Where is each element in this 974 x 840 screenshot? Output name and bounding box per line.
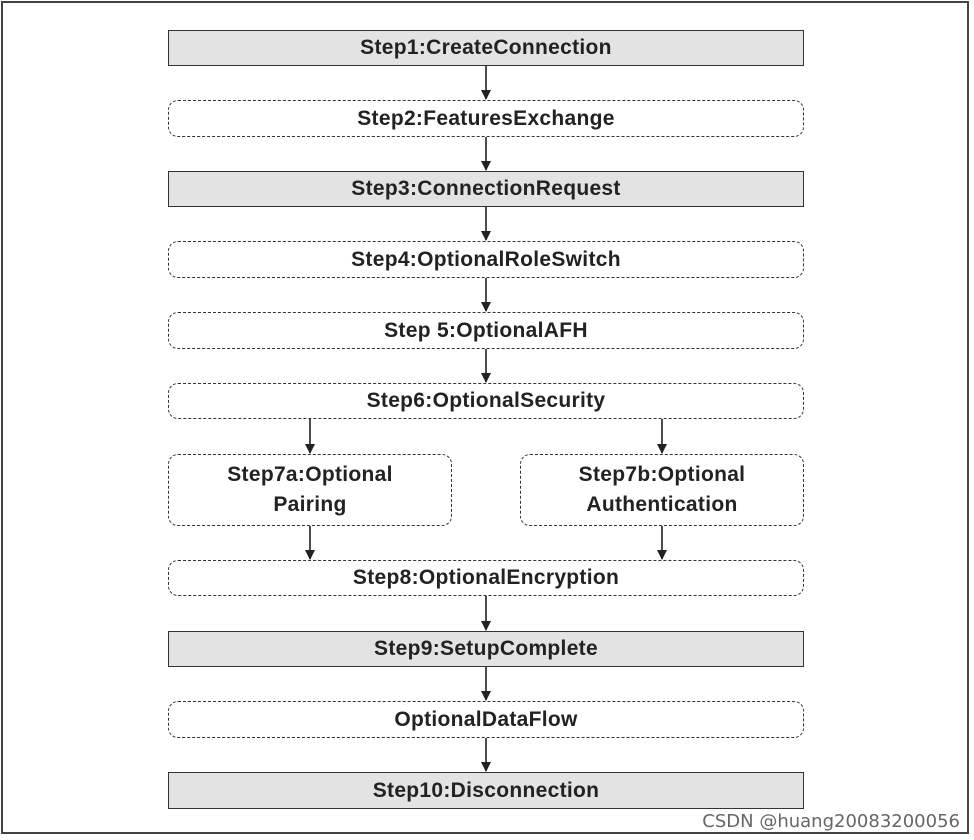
- step4-box: Step4:OptionalRoleSwitch: [168, 241, 804, 278]
- step5-label: Step 5:OptionalAFH: [384, 318, 588, 342]
- step2-label: Step2:FeaturesExchange: [357, 106, 615, 130]
- step9-label: Step9:SetupComplete: [374, 637, 598, 660]
- step1-label: Step1:CreateConnection: [360, 36, 612, 59]
- step7b-label-line2: Authentication: [586, 493, 738, 516]
- step1-box: Step1:CreateConnection: [168, 30, 804, 66]
- step6-label: Step6:OptionalSecurity: [366, 389, 606, 412]
- step9-box: Step9:SetupComplete: [168, 631, 804, 667]
- step8-label: Step8:OptionalEncryption: [352, 566, 620, 589]
- dataflow-box: OptionalDataFlow: [168, 701, 804, 738]
- step10-label: Step10:Disconnection: [372, 778, 600, 802]
- step10-box: Step10:Disconnection: [168, 772, 804, 809]
- step6-box: Step6:OptionalSecurity: [168, 383, 804, 419]
- step3-label: Step3:ConnectionRequest: [351, 177, 621, 200]
- step7b-box: Step7b:Optional Authentication: [520, 454, 804, 526]
- step7a-label-line1: Step7a:Optional: [227, 463, 393, 486]
- step8-box: Step8:OptionalEncryption: [168, 560, 804, 596]
- step4-label: Step4:OptionalRoleSwitch: [351, 247, 621, 271]
- step7a-label-line2: Pairing: [273, 493, 347, 516]
- watermark-text: CSDN @huang20083200056: [702, 811, 960, 832]
- step3-box: Step3:ConnectionRequest: [168, 171, 804, 207]
- step7a-box: Step7a:Optional Pairing: [168, 454, 452, 526]
- step5-box: Step 5:OptionalAFH: [168, 312, 804, 349]
- dataflow-label: OptionalDataFlow: [394, 707, 578, 731]
- step7b-label-line1: Step7b:Optional: [578, 463, 746, 486]
- step2-box: Step2:FeaturesExchange: [168, 100, 804, 137]
